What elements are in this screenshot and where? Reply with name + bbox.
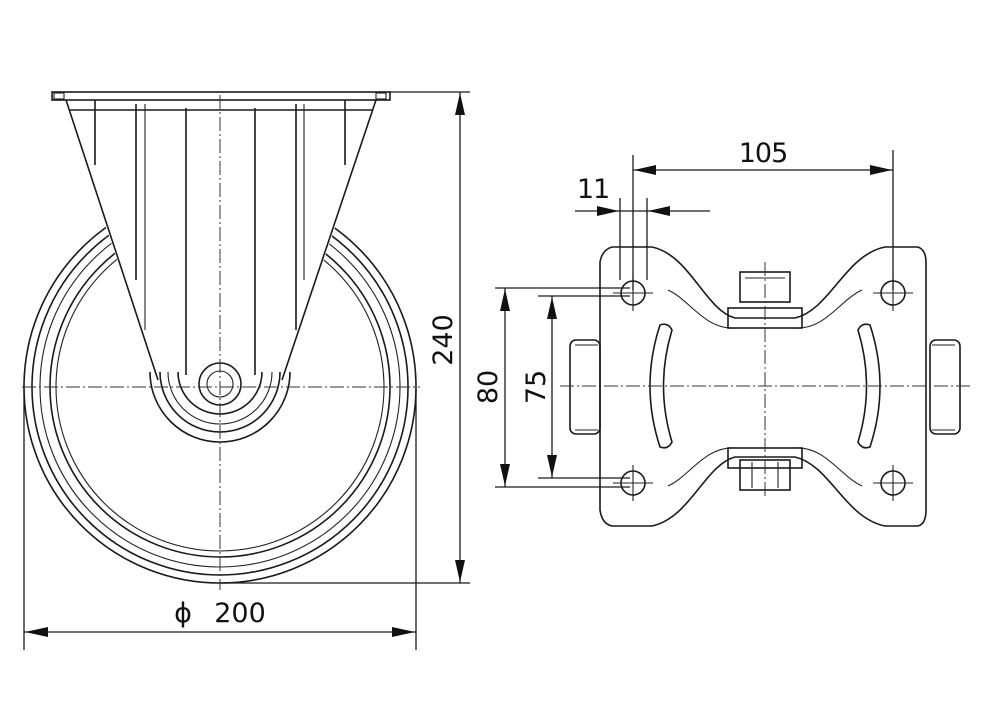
fork xyxy=(51,91,391,429)
wheel-stub-left xyxy=(569,339,601,435)
height-dimension: 240 xyxy=(220,91,470,584)
bolt-hole-label: 11 xyxy=(577,174,609,205)
slot-right xyxy=(857,323,881,449)
outer-spacing-label: 80 xyxy=(473,370,504,404)
hole-pitch-dimension: 105 xyxy=(632,138,894,290)
diameter-label: 200 xyxy=(214,598,266,629)
side-view: 240 ϕ 200 xyxy=(22,91,470,650)
wheel-stub-right xyxy=(929,339,961,435)
inner-spacing-dimension: 75 xyxy=(521,295,630,479)
height-label: 240 xyxy=(428,314,459,366)
inner-spacing-label: 75 xyxy=(521,370,552,404)
slot-left xyxy=(649,323,673,449)
mounting-plate xyxy=(599,246,927,527)
top-plate-view: 105 11 80 75 xyxy=(473,138,970,527)
bolt-hole-dimension: 11 xyxy=(575,174,710,280)
hole-pitch-label: 105 xyxy=(739,138,788,169)
diameter-symbol: ϕ xyxy=(174,598,192,629)
diameter-dimension: ϕ 200 xyxy=(23,390,417,650)
bolt-holes xyxy=(613,275,913,501)
outer-spacing-dimension: 80 xyxy=(473,287,630,488)
